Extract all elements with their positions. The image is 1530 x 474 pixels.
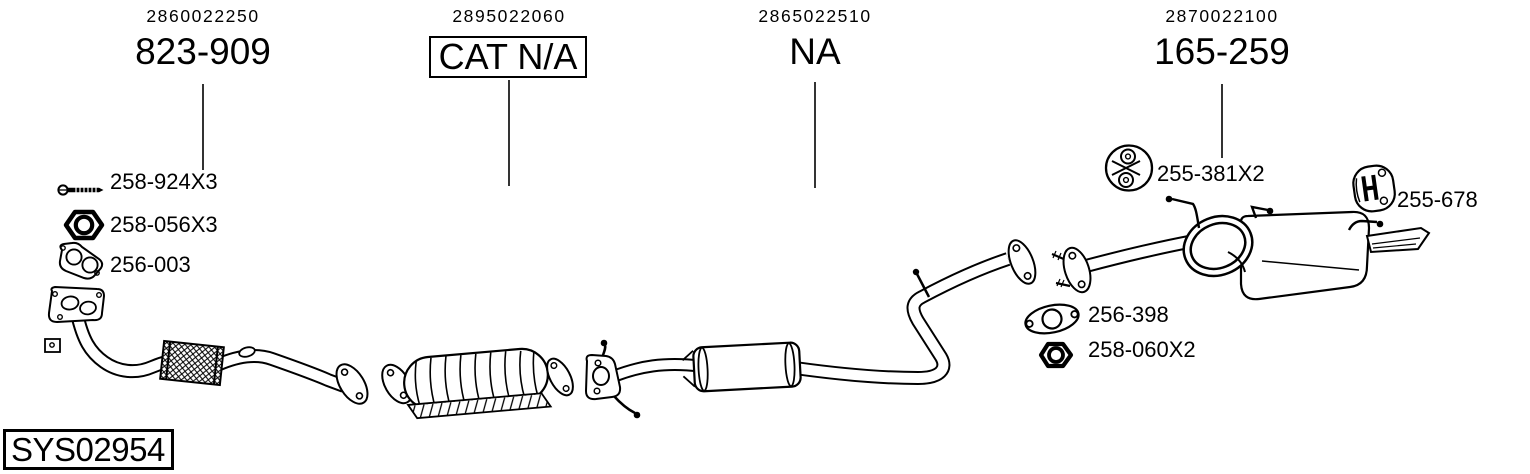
hanger-icon <box>1352 164 1396 213</box>
oval-gasket-icon <box>1024 303 1080 335</box>
catalog-number-front-pipe: 2860022250 <box>146 6 260 26</box>
part-label-gasket-front: 256-003 <box>110 252 191 277</box>
catalog-number-middle: 2865022510 <box>758 6 872 26</box>
leader-lines <box>202 80 1223 188</box>
part-label-oval-gasket: 256-398 <box>1088 302 1169 327</box>
part-code-middle: NA <box>789 31 841 72</box>
part-code-front-pipe: 823-909 <box>135 31 271 72</box>
bolt-icon <box>57 184 104 196</box>
part-label-nut-front: 258-056X3 <box>110 212 218 237</box>
catalytic-converter-drawing <box>381 347 574 420</box>
gasket-icon <box>58 241 104 280</box>
diagram-id-box: SYS02954 <box>3 429 174 470</box>
nut-icon <box>63 209 105 241</box>
part-label-nut-rear: 258-060X2 <box>1088 337 1196 362</box>
part-code-rear: 165-259 <box>1154 31 1290 72</box>
rubber-mount-icon <box>1104 144 1154 192</box>
nut-icon <box>1038 341 1074 369</box>
rear-muffler-drawing <box>1051 195 1431 301</box>
front-pipe-drawing <box>44 285 369 405</box>
catalog-number-rear: 2870022100 <box>1165 6 1279 26</box>
catalog-number-catalyst: 2895022060 <box>452 6 566 26</box>
part-label-rubber-mount: 255-381X2 <box>1157 161 1265 186</box>
flex-section <box>159 339 225 387</box>
part-label-hanger: 255-678 <box>1397 187 1478 212</box>
middle-silencer-drawing <box>584 239 1037 419</box>
part-label-bolt: 258-924X3 <box>110 169 218 194</box>
part-code-catalyst-box: CAT N/A <box>429 36 587 78</box>
